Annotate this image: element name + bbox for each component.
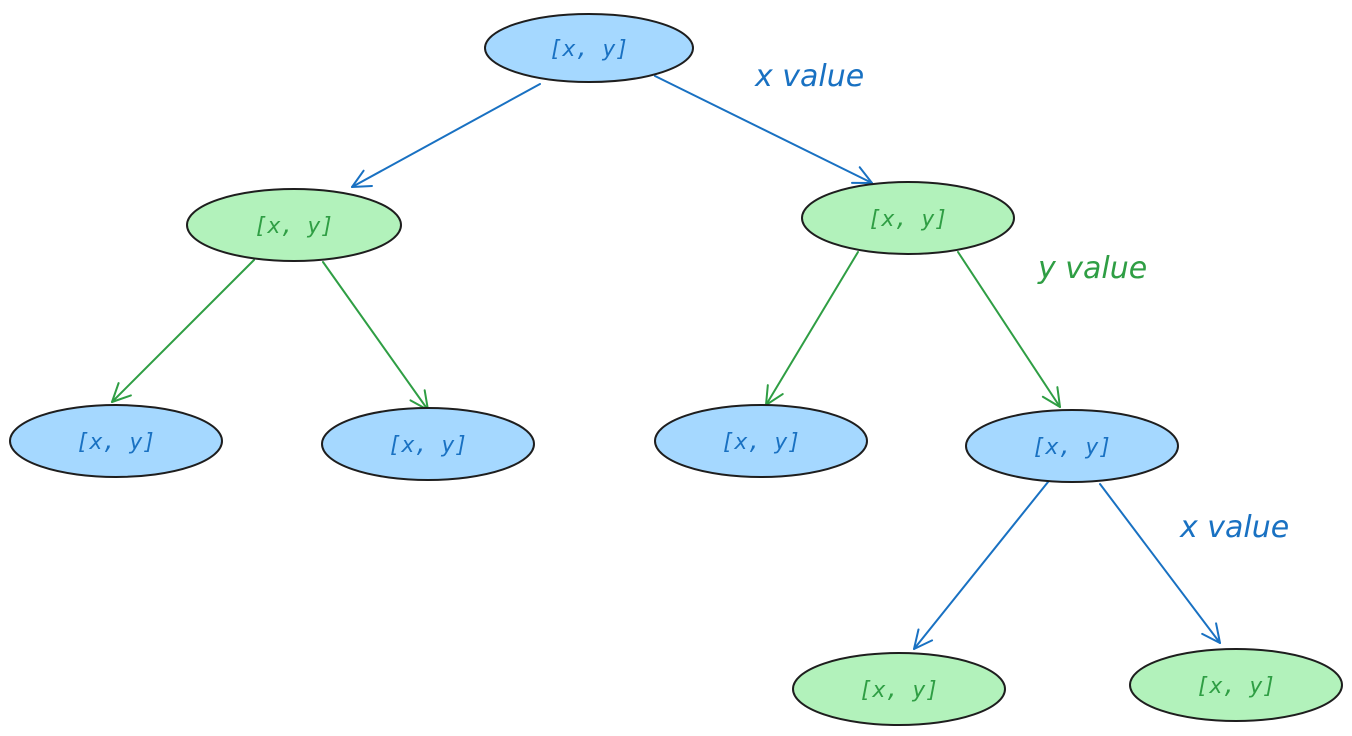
tree-edge: [1099, 483, 1221, 644]
node-ellipse: [321, 407, 535, 481]
tree-node: [x, y]: [186, 188, 402, 262]
tree-edge: [654, 75, 873, 184]
edge-line: [957, 251, 1061, 408]
tree-node: [x, y]: [1129, 648, 1343, 722]
split-axis-label: x value: [754, 59, 864, 94]
arrowhead: [851, 166, 873, 184]
tree-edge: [913, 481, 1049, 650]
node-label: [x, y]: [868, 207, 947, 232]
arrowhead: [1041, 386, 1061, 408]
node-ellipse: [792, 652, 1006, 726]
tree-edge: [351, 83, 541, 188]
tree-node: [x, y]: [792, 652, 1006, 726]
tree-node: [x, y]: [484, 13, 694, 83]
node-ellipse: [654, 404, 868, 478]
arrowhead: [913, 628, 934, 650]
node-label: [x, y]: [254, 214, 333, 239]
tree-edge: [957, 251, 1061, 408]
node-ellipse: [484, 13, 694, 83]
tree-node: [x, y]: [654, 404, 868, 478]
node-label: [x, y]: [549, 37, 628, 62]
node-ellipse: [1129, 648, 1343, 722]
tree-node: [x, y]: [321, 407, 535, 481]
split-axis-label: y value: [1037, 251, 1147, 286]
edge-line: [1099, 483, 1221, 644]
edge-line: [654, 75, 873, 184]
nodes-layer: [x, y] [x, y] [x, y] [x, y] [x, y] [x, y] [x, …: [9, 13, 1343, 726]
labels-layer: x value y value x value: [754, 59, 1289, 545]
tree-edge: [322, 261, 429, 411]
tree-node: [x, y]: [9, 404, 223, 478]
edge-line: [111, 259, 255, 403]
node-label: [x, y]: [1196, 674, 1275, 699]
tree-node: [x, y]: [801, 181, 1015, 255]
edge-line: [351, 83, 541, 188]
node-ellipse: [9, 404, 223, 478]
node-ellipse: [186, 188, 402, 262]
arrowhead: [1201, 622, 1221, 644]
edge-line: [765, 251, 859, 406]
node-label: [x, y]: [1032, 435, 1111, 460]
arrowhead: [351, 169, 373, 188]
edge-line: [322, 261, 429, 411]
node-ellipse: [965, 409, 1179, 483]
edge-line: [913, 481, 1049, 650]
tree-node: [x, y]: [965, 409, 1179, 483]
split-axis-label: x value: [1179, 510, 1289, 545]
node-label: [x, y]: [76, 430, 155, 455]
edges-layer: [111, 75, 1221, 650]
tree-edge: [111, 259, 255, 403]
node-label: [x, y]: [721, 430, 800, 455]
tree-edge: [765, 251, 859, 406]
node-ellipse: [801, 181, 1015, 255]
node-label: [x, y]: [388, 433, 467, 458]
node-label: [x, y]: [859, 678, 938, 703]
arrowhead: [111, 382, 132, 403]
